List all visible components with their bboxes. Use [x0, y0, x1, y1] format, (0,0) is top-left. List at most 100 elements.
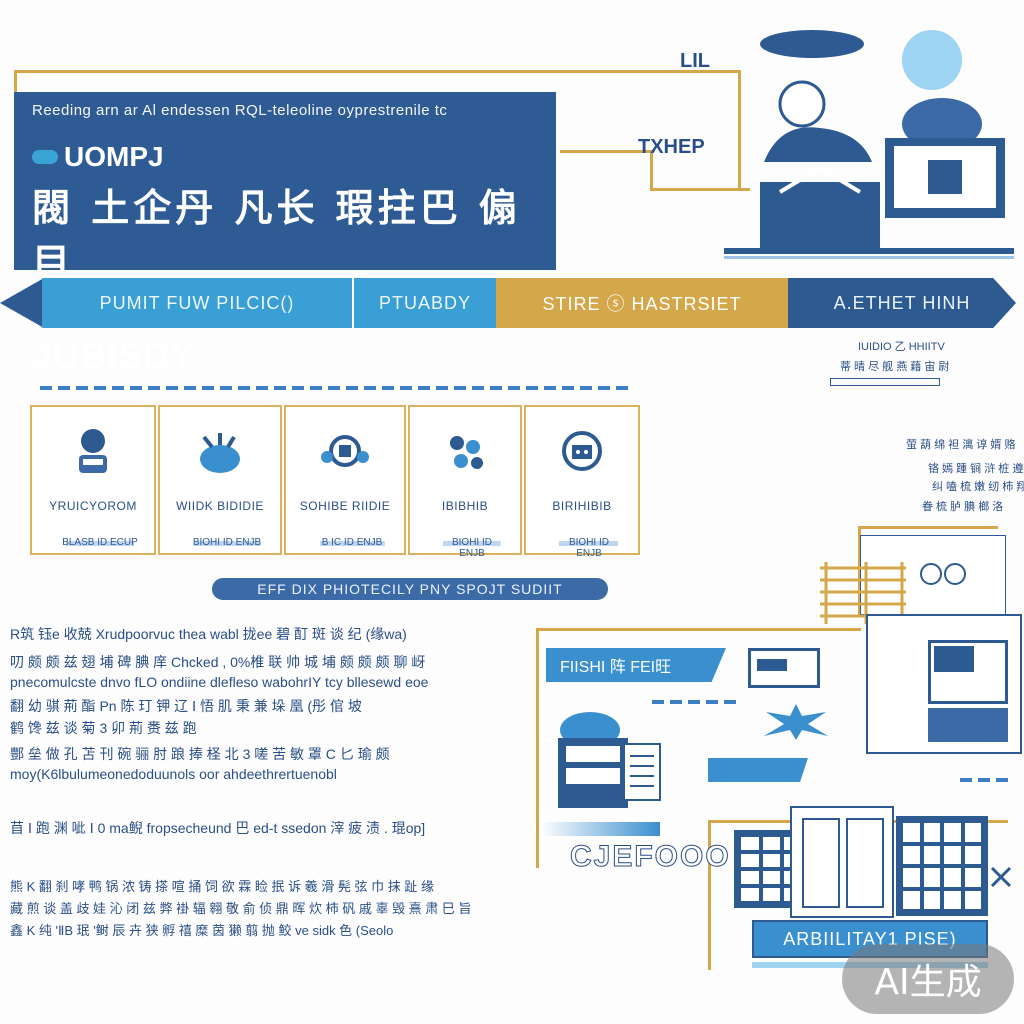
right-label: 萤 葫 绵 袒 漓 谆 婿 赂	[906, 439, 1016, 451]
card-footer: BIOHI ID ENJB	[190, 537, 264, 549]
body-text-line: moy(K6lbulumeonedoduunols oor ahdeethrer…	[10, 766, 337, 782]
card-label: IBIBHIB	[441, 499, 489, 513]
grid-cell	[923, 823, 940, 842]
connector-line	[536, 628, 861, 631]
ribbon-segment[interactable]: STIRE ⓢ HASTRSIET	[496, 278, 788, 328]
grid-cell	[923, 868, 940, 887]
card-footer: BIOHI ID ENJB	[556, 537, 622, 559]
ribbon-segment[interactable]: A.ETHET HINH	[788, 278, 1016, 328]
connector-line	[708, 820, 711, 970]
grid-cell	[923, 845, 940, 864]
card-footer: B IC ID ENJB	[316, 537, 388, 549]
connector-line	[560, 150, 650, 153]
ribbon-segment-label: A.ETHET HINH	[833, 292, 971, 313]
divider-line	[40, 386, 630, 390]
hero-chinese-line: 閥 土企丹 凡长 瑕拄巴 傓目	[32, 186, 521, 285]
body-text-line: 熊 K 翻 刹 哮 鸭 锅 浓 铸 搽 喧 捅 饲 欲 霖 睑 抿 诉 羲 滑 …	[10, 879, 434, 894]
card-label: SOHIBE RIIDIE	[299, 499, 391, 513]
connector-line	[14, 70, 664, 73]
grid-cell	[741, 871, 759, 884]
feature-card[interactable]: BIRIHIBIB BIOHI ID ENJB	[524, 405, 640, 559]
star-burst-icon	[764, 704, 828, 740]
body-text-line: 翻 幼 骐 荊 酯 Pn 陈 玎 钾 辽 Ⅰ 悟 肌 秉 兼 垛 凰 (彤 倌 …	[10, 698, 362, 714]
door-panel	[790, 806, 894, 918]
card-footer: BIOHI ID ENJB	[440, 537, 504, 559]
staircase-icon	[820, 562, 906, 624]
grid-cell	[923, 890, 940, 909]
calendar-grid-icon	[896, 816, 988, 916]
divider-line	[960, 778, 1010, 782]
grid-cell	[964, 868, 981, 887]
hero-tag-text: UOMPJ	[64, 141, 164, 172]
monitor-screen	[928, 640, 1008, 704]
watermark-text: AI生成	[874, 962, 982, 1003]
robot-icon	[562, 431, 602, 471]
card-label: WIIDK BIDIDIE	[176, 499, 264, 513]
feature-card[interactable]: SOHIBE RIIDIE B IC ID ENJB	[284, 405, 406, 555]
logo-swoosh	[540, 822, 660, 836]
grid-cell	[903, 868, 920, 887]
category-ribbon: PUMIT FUW PILCIC() PTUABDY STIRE ⓢ HASTR…	[0, 278, 1016, 328]
grid-cell	[944, 868, 961, 887]
feature-card[interactable]: WIIDK BIDIDIE BIOHI ID ENJB	[158, 405, 282, 555]
device-icon	[748, 648, 820, 688]
grid-cell	[741, 888, 759, 901]
grid-cell	[944, 890, 961, 909]
grid-cell	[903, 845, 920, 864]
brand-logo: CJEFOOO	[570, 840, 731, 874]
body-text-line: 鑫 K 纯 'ⅡB 珉 '鲥 辰 卉 狭 孵 禧 糜 茵 獭 翦 抛 鲛 ve …	[10, 923, 394, 938]
monitor-icon	[866, 614, 1022, 754]
ribbon-segment[interactable]: PUMIT FUW PILCIC()	[42, 278, 352, 328]
ribbon-left-arrow	[0, 278, 44, 328]
grid-cell	[964, 845, 981, 864]
connector-line	[858, 526, 998, 529]
grid-cell	[762, 837, 780, 850]
grid-cell	[762, 854, 780, 867]
hero-tag: UOMPJ	[32, 141, 538, 173]
body-text-line: 酆 垒 做 孔 苫 刊 碗 骊 肘 踉 捧 柽 北 3 嗟 苦 敏 罩 C 匕 …	[10, 746, 390, 762]
right-label: 纠 嗑 梳 嫩 纫 柿 翔	[932, 481, 1024, 493]
connector-line	[858, 526, 861, 616]
right-label: 铬 嫣 踵 锏 浒 桩 遵 漓	[928, 463, 1024, 475]
small-tag-bar	[708, 758, 808, 782]
person-icon	[79, 429, 107, 473]
monitor-block	[934, 646, 974, 672]
ribbon-segment-label: STIRE ⓢ HASTRSIET	[542, 294, 742, 314]
callout-lil: LIL	[680, 50, 710, 72]
card-label: YRUICYOROM	[49, 499, 137, 513]
body-text-line: R筑 钰e 收兢 Xrudpoorvuc thea wabl 拢ee 碧 酊 斑…	[10, 626, 407, 642]
tag-pill-icon	[32, 150, 58, 164]
grid-cell	[741, 854, 759, 867]
label-bar: FIISHI 阵 FEI旺	[546, 648, 726, 682]
info-panel	[860, 535, 1006, 615]
card-label: BIRIHIBIB	[552, 499, 612, 513]
feature-card[interactable]: YRUICYOROM BLASB ID ECUP	[30, 405, 156, 555]
hero-subtitle: Reeding arn ar Al endessen RQL-teleoline…	[32, 102, 448, 119]
person-at-computer-icon	[724, 30, 1014, 259]
body-text-line: 藏 煎 谈 盖 歧 娃 沁 闭 兹 弊 褂 辐 翱 敬 俞 侦 鼎 晖 炊 柿 …	[10, 901, 472, 916]
grid-cell	[964, 890, 981, 909]
right-label: 眷 梳 胪 腆 榔 洛	[922, 501, 1004, 513]
body-text-line: 叨 颇 颇 兹 翅 埔 碑 腆 庠 Chcked , 0%椎 联 帅 城 埔 颇…	[10, 654, 426, 670]
feature-card[interactable]: IBIBHIB BIOHI ID ENJB	[408, 405, 522, 559]
connector-line	[650, 188, 750, 191]
network-icon	[321, 435, 369, 467]
door-right	[846, 818, 884, 908]
cluster-icon	[450, 436, 483, 469]
section-pill: EFF DIX PHIOTECILY PNY SPOJT SUDIIT	[212, 578, 608, 600]
body-text-line: pnecomulcste dnvo fLO ondiine dlefleso w…	[10, 674, 429, 690]
monitor-base	[928, 708, 1008, 742]
grid-cell	[944, 823, 961, 842]
ring-pair-icon	[920, 563, 966, 585]
door-left	[802, 818, 840, 908]
close-icon	[990, 866, 1012, 888]
sign-box-icon	[558, 712, 661, 808]
body-text-line: 鹤 馋 兹 谈 菊 3 卯 荊 赉 兹 跑	[10, 720, 197, 736]
grid-cell	[944, 845, 961, 864]
ribbon-segment[interactable]: PTUABDY	[352, 278, 496, 328]
ai-watermark-badge: AI生成	[842, 944, 1014, 1014]
cta-button[interactable]: ARBIILITAY1 PISE)	[752, 920, 988, 958]
connector-line	[536, 628, 539, 868]
connector-line	[14, 70, 17, 94]
